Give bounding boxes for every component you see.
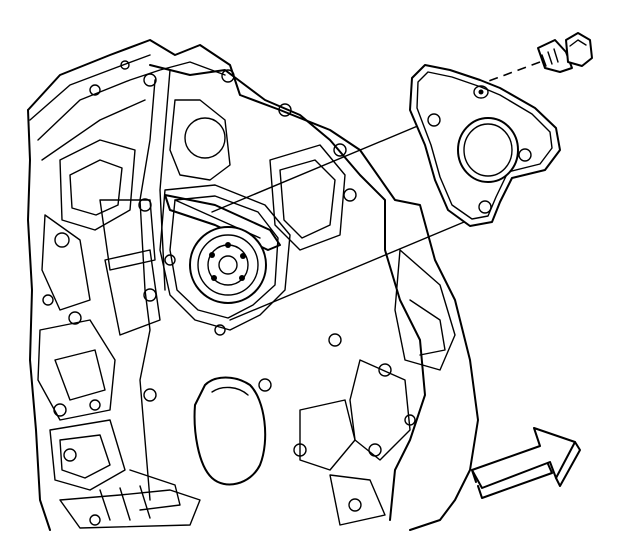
engine-block (27, 39, 479, 531)
alignment-lines (211, 119, 489, 321)
seal-cover-plug (193, 376, 267, 486)
crankshaft-sprocket (189, 226, 267, 304)
direction-arrow-icon (471, 427, 581, 499)
gasket (409, 64, 561, 227)
bolt-icon (477, 32, 593, 86)
